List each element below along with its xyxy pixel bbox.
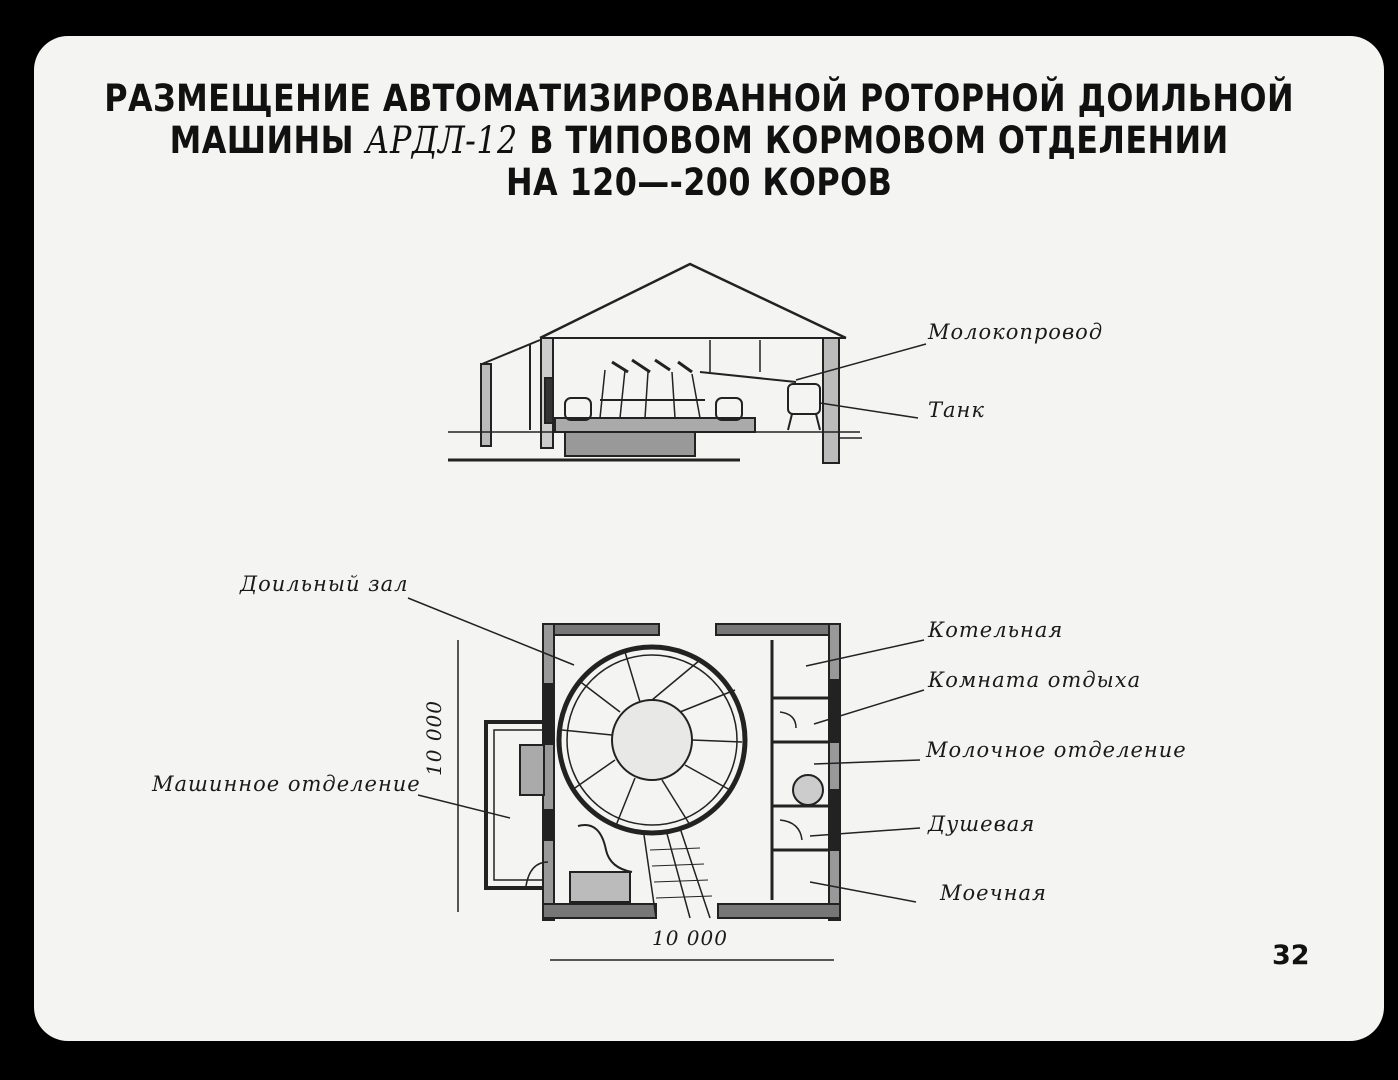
label-milk-pipeline: Молокопровод [928,320,1104,344]
dim-horizontal-label: 10 000 [652,926,728,950]
title-line-3: НА 120—-200 КОРОВ [505,161,893,204]
annex-wall [480,363,492,447]
stall-line-3 [691,739,743,743]
leader-machine-room [417,794,511,819]
plan-view [407,597,925,961]
slide-title: РАЗМЕЩЕНИЕ АВТОМАТИЗИРОВАННОЙ РОТОРНОЙ Д… [98,78,1300,204]
wall-bottom-left [542,903,657,919]
label-shower: Душевая [928,812,1036,836]
leader-milk-pipeline [795,343,927,381]
rotor-inner-ring [566,654,738,826]
milk-pipe [699,371,797,383]
machine-room-wall [484,720,543,890]
leader-rest [813,689,925,725]
window-bar-2 [544,809,554,841]
label-milk-room: Молочное отделение [926,738,1187,762]
machine-equipment [519,744,545,796]
stall-line-5 [661,779,691,826]
door-shower [779,819,803,841]
vacuum-pump [569,871,631,903]
tank-legs [787,413,821,431]
vacuum-unit-left [564,397,592,421]
section-wall-right [822,337,840,464]
vacuum-unit-right [715,397,743,421]
pump-hose [577,824,633,873]
stall-line-8 [561,729,613,736]
slide-card [34,36,1384,1041]
leader-washroom [809,881,917,903]
window-bar-4 [830,789,840,851]
rotor-outer-ring [556,644,748,836]
stall-line-6 [614,777,636,829]
dim-vertical-label: 10 000 [421,700,446,776]
label-boiler-room: Котельная [928,618,1064,642]
stall-line-10 [624,651,641,703]
stall-line-9 [577,679,621,713]
stall-frames [599,369,701,419]
leader-tank [819,402,919,419]
window-bar-3 [830,679,840,743]
label-machine-room: Машинное отделение [152,772,421,796]
door-rest [779,711,797,729]
stall-line-1 [651,659,701,701]
column-dark [544,377,554,424]
label-rest-room: Комната отдыха [928,668,1142,692]
leader-boiler [805,639,925,667]
label-tank: Танк [928,398,985,422]
rotor-base [564,431,696,457]
plan-milk-tank [792,774,824,806]
section-view [448,262,927,464]
title-line-1: РАЗМЕЩЕНИЕ АВТОМАТИЗИРОВАННОЙ РОТОРНОЙ Д… [104,77,1295,120]
milking-units [611,358,693,374]
wall-right [828,623,841,921]
label-washroom: Моечная [940,881,1047,905]
leader-shower [809,827,921,837]
entry-corridor [643,827,711,919]
leader-milking-hall [407,597,575,666]
page-number: 32 [1272,940,1310,971]
wall-bottom-right [717,903,841,919]
title-line-2: МАШИНЫ АРДЛ-12 В ТИПОВОМ КОРМОВОМ ОТДЕЛЕ… [98,120,1300,162]
door-machine [525,861,549,887]
label-milking-hall: Доильный зал [240,572,409,596]
window-bar-1 [544,683,554,745]
annex-roof [481,339,541,365]
title-model: АРДЛ-12 [365,119,518,162]
stall-line-2 [679,689,736,713]
milk-tank [787,383,821,415]
wall-top-right [715,623,841,636]
wall-top-left [542,623,660,636]
leader-milk-room [813,759,921,765]
title-line-2a: МАШИНЫ [169,119,366,162]
stall-line-7 [571,759,616,791]
rotor-stalls [561,651,743,829]
stall-line-4 [684,764,731,791]
machine-room-inner [493,729,543,881]
entry-hatch [649,847,713,899]
section-roof [539,262,847,340]
title-line-2b: В ТИПОВОМ КОРМОВОМ ОТДЕЛЕНИИ [517,119,1229,162]
